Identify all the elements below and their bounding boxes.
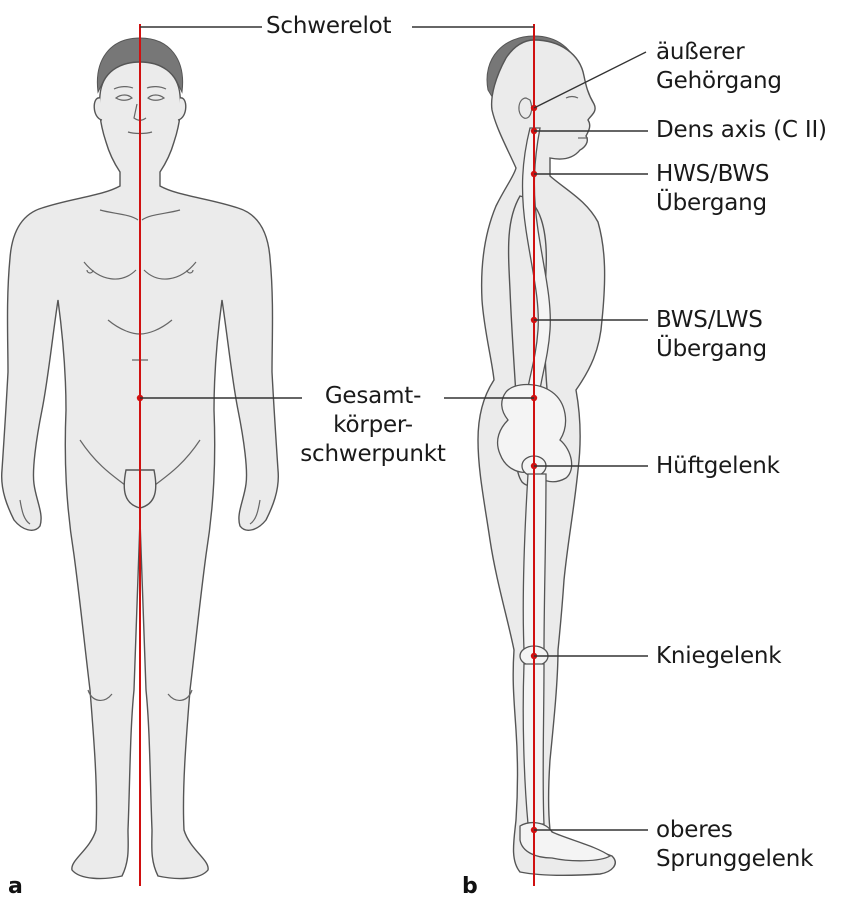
label-hip-joint: Hüftgelenk <box>656 452 780 481</box>
side-figure <box>478 36 615 875</box>
label-plumb-line: Schwerelot <box>266 12 391 41</box>
panel-letter-b: b <box>462 874 478 899</box>
label-ankle-joint: oberes Sprunggelenk <box>656 816 813 874</box>
label-knee-joint: Kniegelenk <box>656 642 781 671</box>
label-thoracic-lumbar: BWS/LWS Übergang <box>656 306 767 364</box>
label-ear-canal: äußerer Gehörgang <box>656 38 782 96</box>
panel-letter-a: a <box>8 874 23 899</box>
label-cervical-thoracic: HWS/BWS Übergang <box>656 160 769 218</box>
label-center-of-gravity: Gesamt- körper- schwerpunkt <box>292 382 454 469</box>
label-dens-axis: Dens axis (C II) <box>656 116 827 145</box>
